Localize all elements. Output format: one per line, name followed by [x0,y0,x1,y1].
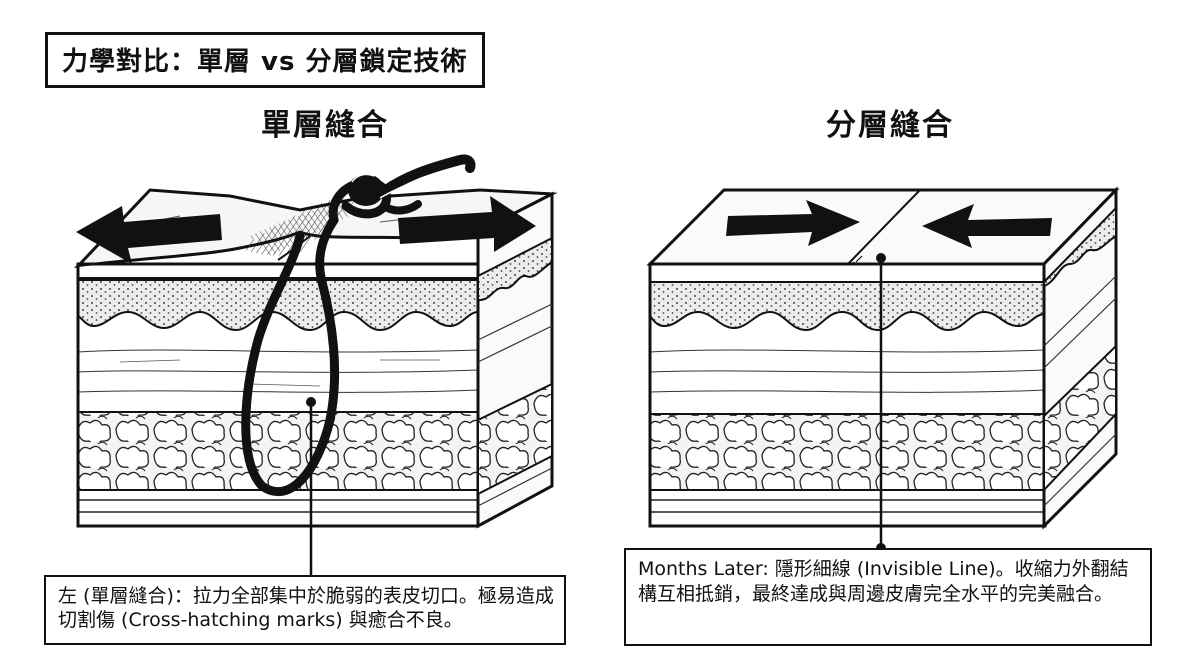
right-panel-heading: 分層縫合 [826,108,954,143]
left-caption: 左 (單層縫合)：拉力全部集中於脆弱的表皮切口。極易造成切割傷 (Cross-h… [44,575,566,645]
arrow-right-icon [398,196,536,252]
left-callout-leader [306,397,316,576]
left-skin-block [74,154,558,529]
arrow-right-icon [726,200,860,246]
left-panel-heading: 單層縫合 [261,108,389,143]
diagram-title: 力學對比：單層 vs 分層鎖定技術 [45,32,485,88]
arrow-left-icon [922,204,1052,248]
right-skin-block [646,186,1120,530]
arrow-left-icon [76,206,222,264]
right-caption: Months Later: 隱形細線 (Invisible Line)。收縮力外… [624,548,1152,646]
